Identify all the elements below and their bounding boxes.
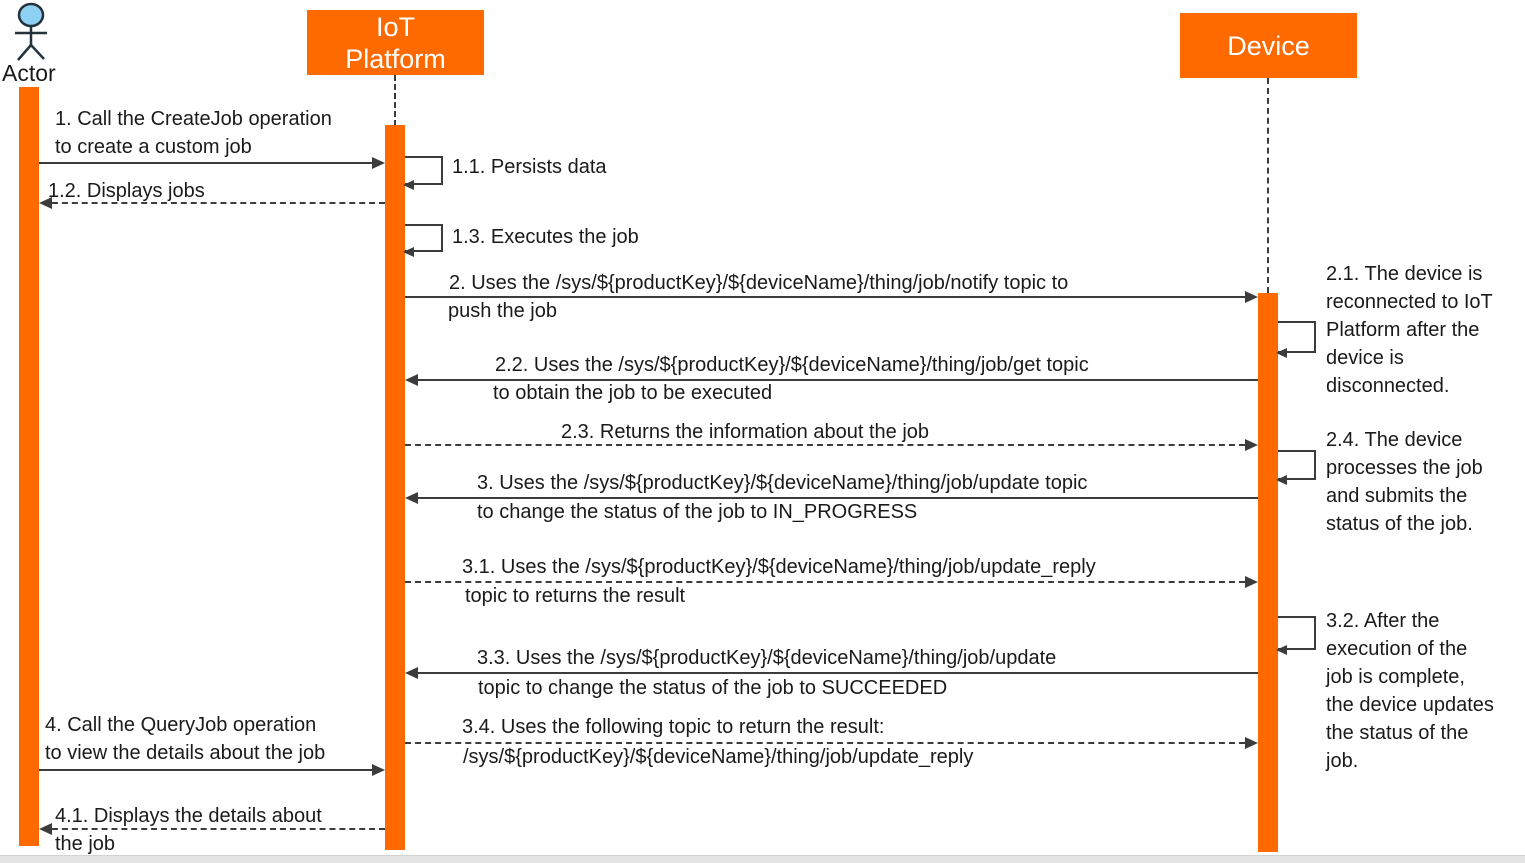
message-2-2-text-line1: 2.2. Uses the /sys/${productKey}/${devic… — [495, 354, 1089, 376]
note-2-4: 2.4. The device processes the job and su… — [1326, 429, 1483, 535]
message-1-3-text: 1.3. Executes the job — [452, 226, 639, 248]
message-4-text-line2: to view the details about the job — [45, 742, 326, 764]
message-4-text-line1: 4. Call the QueryJob operation — [45, 714, 317, 736]
message-4-1-text-line1: 4.1. Displays the details about — [55, 805, 322, 827]
iot-platform-activation-bar — [385, 125, 405, 850]
message-2-3-text: 2.3. Returns the information about the j… — [561, 421, 930, 443]
message-2-4-self-loop — [1276, 450, 1316, 485]
message-2-2-arrow — [405, 374, 1258, 386]
message-1-1-text: 1.1. Persists data — [452, 156, 607, 178]
message-3-arrow — [405, 492, 1258, 504]
message-3-4-text-line1: 3.4. Uses the following topic to return … — [462, 716, 885, 738]
message-1-2-text: 1.2. Displays jobs — [48, 180, 205, 202]
participant-device: Device — [1180, 13, 1357, 78]
message-3-3-arrow — [405, 667, 1258, 679]
message-4-1-text-line2: the job — [55, 833, 116, 855]
message-3-1-text-line2: topic to returns the result — [465, 585, 686, 607]
message-3-2-self-loop — [1276, 616, 1316, 655]
message-3-text-line2: to change the status of the job to IN_PR… — [477, 501, 918, 523]
device-activation-bar — [1258, 293, 1278, 852]
message-1-arrow — [39, 157, 385, 169]
message-1-3-self-loop — [403, 224, 443, 257]
message-3-1-arrow — [405, 576, 1258, 588]
message-2-arrow — [405, 291, 1258, 303]
message-2-2-text-line2: to obtain the job to be executed — [493, 382, 773, 404]
message-1-text-line2: to create a custom job — [55, 136, 252, 158]
message-3-4-text-line2: /sys/${productKey}/${deviceName}/thing/j… — [463, 746, 974, 768]
message-1-text-line1: 1. Call the CreateJob operation — [55, 108, 332, 130]
note-2-1: 2.1. The device is reconnected to IoT Pl… — [1326, 263, 1493, 397]
device-lifeline — [1267, 78, 1269, 293]
actor-icon — [15, 2, 47, 61]
message-3-3-text-line1: 3.3. Uses the /sys/${productKey}/${devic… — [477, 647, 1057, 669]
message-3-1-text-line1: 3.1. Uses the /sys/${productKey}/${devic… — [462, 556, 1096, 578]
message-3-3-text-line2: topic to change the status of the job to… — [478, 677, 948, 699]
message-2-1-self-loop — [1276, 321, 1316, 358]
message-4-1-arrow — [39, 823, 385, 835]
iot-platform-lifeline — [394, 75, 396, 126]
message-2-3-arrow — [405, 439, 1258, 451]
participant-iot-platform: IoT Platform — [307, 10, 484, 75]
message-4-arrow — [39, 764, 385, 776]
message-1-1-self-loop — [403, 156, 443, 190]
actor-label: Actor — [2, 60, 56, 86]
message-3-text-line1: 3. Uses the /sys/${productKey}/${deviceN… — [477, 472, 1088, 494]
actor-activation-bar — [19, 87, 39, 846]
message-2-text-line1: 2. Uses the /sys/${productKey}/${deviceN… — [449, 272, 1069, 294]
page-bottom-strip — [0, 855, 1525, 863]
message-1-2-arrow — [39, 197, 385, 209]
message-3-4-arrow — [405, 737, 1258, 749]
note-3-2: 3.2. After the execution of the job is c… — [1326, 610, 1494, 772]
message-2-text-line2: push the job — [448, 300, 557, 322]
